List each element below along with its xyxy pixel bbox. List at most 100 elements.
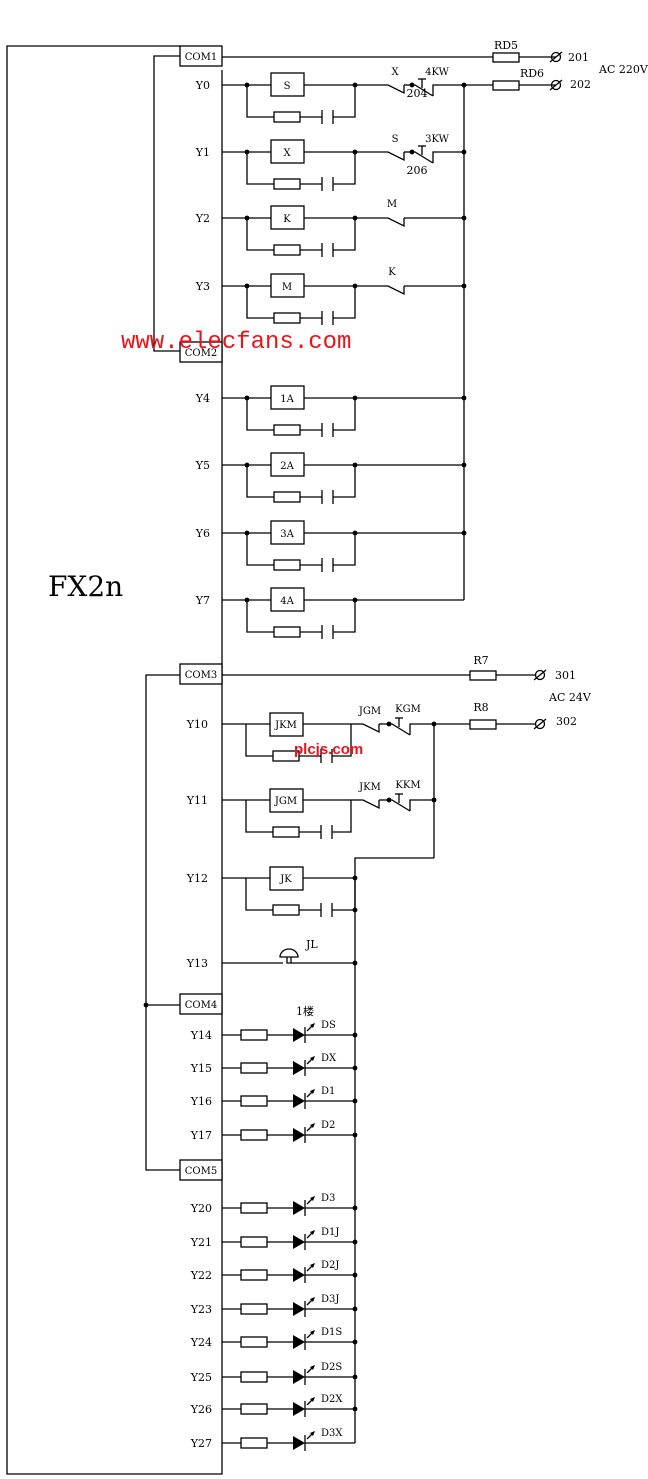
terminal-302-label: 302 — [556, 715, 577, 728]
led-D1J-icon — [293, 1235, 305, 1249]
junction-dot — [352, 1065, 358, 1071]
coil-3A-label: 3A — [280, 529, 294, 540]
indicator-resistor — [240, 1202, 268, 1214]
interlock-M — [385, 217, 405, 228]
interlock-JKM-label: JKM — [358, 782, 381, 793]
coil-JKM-label: JKM — [274, 720, 297, 731]
com2-box — [179, 341, 223, 363]
snubber-resistor — [273, 626, 301, 638]
output-Y15-label: Y15 — [190, 1062, 212, 1075]
led-D2X-icon — [293, 1402, 305, 1416]
snubber-wire — [333, 85, 356, 118]
junction-dot — [352, 1306, 358, 1312]
led-D2-icon — [293, 1128, 305, 1142]
switch-3KW — [412, 151, 434, 164]
com3-com5-link — [145, 674, 180, 1171]
output-Y2-label: Y2 — [195, 212, 210, 225]
junction-dot — [352, 1132, 358, 1138]
led-D3-label: D3 — [321, 1193, 335, 1204]
interlock-JGM — [360, 723, 380, 734]
switch-KKM-label: KKM — [395, 780, 420, 791]
coil-JGM-label: JGM — [274, 796, 297, 807]
node-204-label: 204 — [407, 87, 428, 100]
led-D3J-icon — [293, 1302, 305, 1316]
led-arrowhead — [310, 1365, 315, 1370]
snubber-wire — [246, 398, 274, 431]
indicator-resistor — [240, 1403, 268, 1415]
output-Y25-label: Y25 — [190, 1371, 212, 1384]
output-Y6-label: Y6 — [195, 527, 210, 540]
terminal-301-label: 301 — [555, 669, 576, 682]
bell-JL-label: JL — [305, 938, 318, 951]
snubber-resistor — [272, 826, 300, 838]
snubber-resistor — [273, 178, 301, 190]
terminal-slash — [549, 51, 563, 63]
terminal-slash — [549, 79, 563, 91]
junction-dot — [352, 1406, 358, 1412]
terminal-slash — [533, 669, 547, 681]
output-Y20-label: Y20 — [190, 1202, 212, 1215]
fuse-rd5 — [492, 52, 520, 63]
led-arrowhead — [310, 1196, 315, 1201]
led-arrowhead — [310, 1089, 315, 1094]
output-Y11-label: Y11 — [186, 794, 208, 807]
snubber-wire — [333, 286, 356, 319]
indicator-resistor — [240, 1437, 268, 1449]
junction-dot — [352, 1272, 358, 1278]
snubber-wire — [332, 878, 356, 911]
output-Y14-label: Y14 — [190, 1029, 212, 1042]
led-D1-label: D1 — [321, 1086, 335, 1097]
snubber-wire — [246, 465, 274, 498]
output-Y22-label: Y22 — [190, 1269, 212, 1282]
push-button-return — [409, 799, 417, 811]
snubber-wire — [333, 218, 356, 251]
led-D2J-icon — [293, 1268, 305, 1282]
output-Y24-label: Y24 — [190, 1336, 212, 1349]
snubber-wire — [332, 800, 352, 833]
output-Y12-label: Y12 — [186, 872, 208, 885]
led-D2-label: D2 — [321, 1120, 335, 1131]
indicator-resistor — [240, 1236, 268, 1248]
interlock-JKM — [360, 799, 380, 810]
resistor-r8 — [469, 719, 497, 730]
coil-K-label: K — [283, 214, 291, 225]
snubber-resistor — [273, 424, 301, 436]
led-arrowhead — [310, 1230, 315, 1235]
snubber-wire — [246, 152, 274, 185]
led-D2X-label: D2X — [321, 1394, 343, 1405]
led-D3X-icon — [293, 1436, 305, 1450]
output-Y23-label: Y23 — [190, 1303, 212, 1316]
led-arrowhead — [310, 1123, 315, 1128]
snubber-resistor — [273, 312, 301, 324]
junction-dot — [352, 960, 358, 966]
led-D1S-icon — [293, 1335, 305, 1349]
snubber-wire — [332, 724, 352, 757]
output-Y26-label: Y26 — [190, 1403, 212, 1416]
snubber-wire — [333, 533, 356, 566]
bell-icon — [279, 948, 299, 958]
watermark-plcjs: plcjs.com — [294, 741, 363, 758]
snubber-resistor — [273, 111, 301, 123]
led-arrowhead — [310, 1297, 315, 1302]
snubber-resistor — [273, 244, 301, 256]
ac220-label: AC 220V — [598, 63, 648, 76]
indicator-resistor — [240, 1095, 268, 1107]
terminal-icon — [550, 79, 562, 91]
led-arrowhead — [310, 1056, 315, 1061]
interlock-K — [385, 285, 405, 296]
push-button-return — [432, 151, 440, 163]
snubber-wire — [246, 85, 274, 118]
snubber-wire — [245, 724, 273, 757]
resistor-r8-label: R8 — [473, 701, 488, 714]
watermark-elecfans: www.elecfans.com — [121, 329, 351, 356]
switch-KGM-label: KGM — [395, 704, 421, 715]
junction-dot — [352, 1205, 358, 1211]
floor-note-label: 1楼 — [296, 1004, 314, 1018]
snubber-wire — [333, 398, 356, 431]
led-D2J-label: D2J — [321, 1260, 339, 1271]
fuse-rd6-label: RD6 — [520, 67, 544, 80]
node-206-label: 206 — [407, 164, 428, 177]
com4-box — [179, 993, 223, 1015]
resistor-r7 — [469, 670, 497, 681]
output-Y3-label: Y3 — [195, 280, 210, 293]
